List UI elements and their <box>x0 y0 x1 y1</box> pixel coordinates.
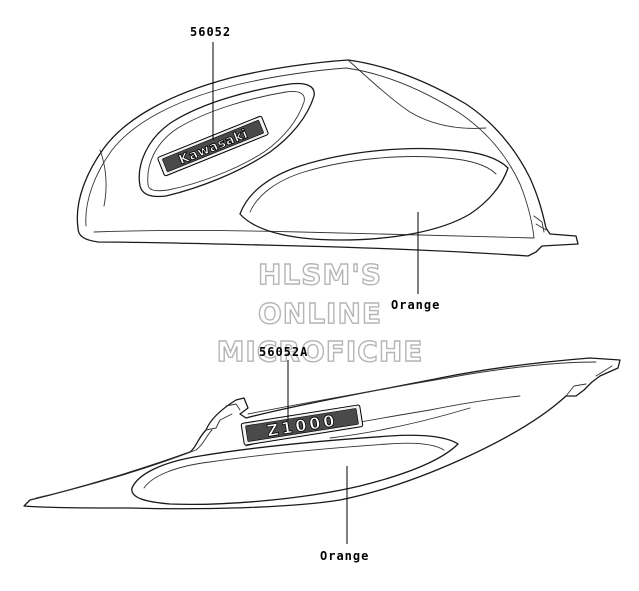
color-note-cover: Orange <box>320 549 369 563</box>
part-number-56052a: 56052A <box>259 345 308 359</box>
color-note-tank: Orange <box>391 298 440 312</box>
part-number-56052: 56052 <box>190 25 231 39</box>
fuel-tank-drawing: Kawasaki <box>76 59 579 257</box>
watermark: HLSM'S ONLINE MICROFICHE <box>216 257 424 368</box>
watermark-line-1: HLSM'S <box>258 258 382 291</box>
watermark-line-3: MICROFICHE <box>217 335 424 368</box>
watermark-line-2: ONLINE <box>258 297 382 330</box>
side-cover-drawing: Z1000 <box>23 357 621 510</box>
